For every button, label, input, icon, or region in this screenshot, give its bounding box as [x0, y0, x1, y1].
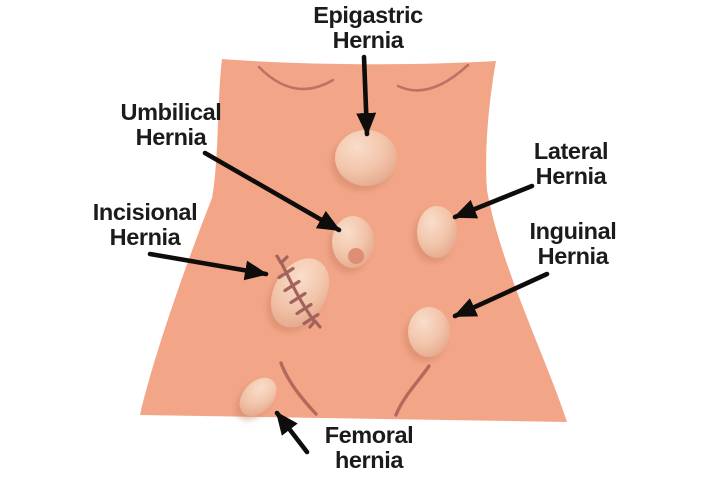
arrow-to-femoral-hernia	[274, 410, 310, 455]
label-line: Hernia	[537, 242, 609, 269]
arrow-to-umbilical-hernia	[202, 150, 342, 233]
epigastric-hernia-bump	[331, 130, 397, 191]
label-line: Epigastric	[313, 2, 423, 28]
right-groin-crease-line	[394, 364, 431, 417]
label-lateral-hernia: Lateral Hernia	[533, 138, 609, 189]
label-line: Hernia	[135, 123, 207, 150]
arrow-to-lateral-hernia	[452, 183, 535, 220]
label-line: Umbilical	[120, 99, 222, 125]
label-umbilical-hernia: Umbilical Hernia	[121, 100, 222, 149]
label-line: Hernia	[332, 26, 404, 53]
incision-sutures	[275, 254, 322, 329]
label-femoral-hernia: Femoral hernia	[325, 423, 414, 472]
label-line: Femoral	[324, 422, 414, 448]
navel-spot	[348, 248, 364, 264]
lateral-hernia-bump	[413, 206, 457, 263]
label-epigastric-hernia: Epigastric Hernia	[313, 3, 423, 52]
label-line: Inguinal	[529, 218, 617, 244]
umbilical-hernia-bump	[328, 216, 374, 273]
right-chest-contour-line	[396, 63, 470, 92]
label-line: Hernia	[535, 162, 607, 189]
label-line: Hernia	[109, 223, 181, 250]
incisional-hernia-bump	[266, 254, 330, 333]
left-chest-contour-line	[257, 65, 335, 91]
label-inguinal-hernia: Inguinal Hernia	[530, 219, 617, 268]
inguinal-hernia-bump	[404, 307, 450, 362]
label-line: Lateral	[533, 138, 609, 164]
label-line: Incisional	[92, 199, 198, 225]
arrow-to-incisional-hernia	[147, 251, 269, 281]
arrow-to-inguinal-hernia	[452, 271, 550, 319]
femoral-hernia-bump	[235, 377, 277, 421]
label-incisional-hernia: Incisional Hernia	[92, 199, 198, 250]
left-groin-crease-line	[279, 361, 318, 416]
arrow-to-epigastric-hernia	[356, 54, 377, 137]
label-line: hernia	[334, 446, 404, 473]
